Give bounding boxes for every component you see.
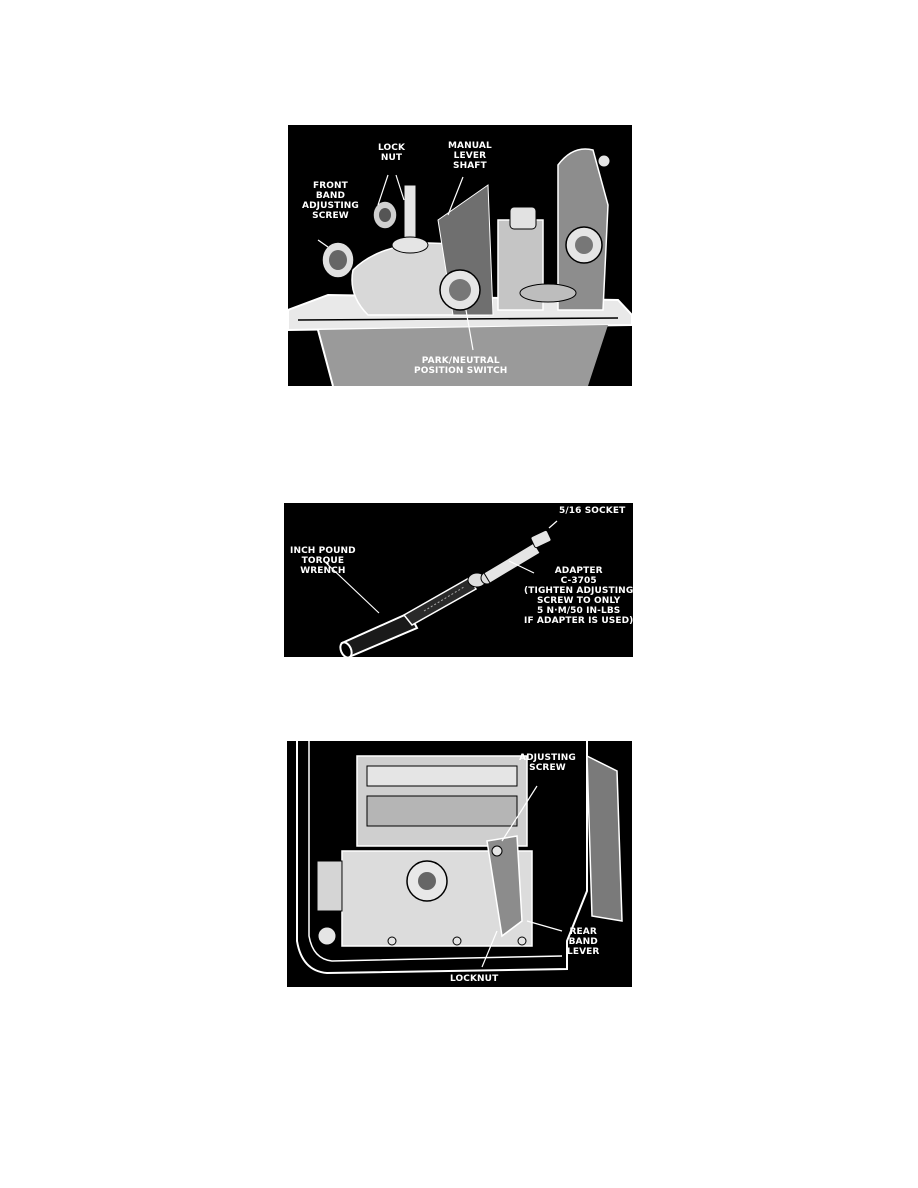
torque-wrench-label: INCH POUND TORQUE WRENCH xyxy=(290,546,356,576)
lock-nut-label: LOCK NUT xyxy=(378,143,406,163)
torque-wrench-figure: 5/16 SOCKET INCH POUND TORQUE WRENCH ADA… xyxy=(284,503,633,657)
rear-band-adjustment-figure: ADJUSTING SCREW REAR BAND LEVER LOCKNUT xyxy=(287,741,632,987)
locknut-label: LOCKNUT xyxy=(450,974,499,984)
torque-wrench-illustration xyxy=(323,520,558,657)
adapter-label: ADAPTER C-3705 (TIGHTEN ADJUSTING SCREW … xyxy=(524,566,633,626)
transmission-case-illustration xyxy=(288,148,632,386)
socket-label: 5/16 SOCKET xyxy=(559,506,626,516)
park-neutral-position-switch-label: PARK/NEUTRAL POSITION SWITCH xyxy=(414,356,508,376)
valve-body-illustration xyxy=(296,741,623,975)
manual-lever-shaft-label: MANUAL LEVER SHAFT xyxy=(448,141,492,171)
rear-band-lever-label: REAR BAND LEVER xyxy=(567,927,600,957)
front-band-adjusting-screw-label: FRONT BAND ADJUSTING SCREW xyxy=(302,181,359,221)
adjusting-screw-label: ADJUSTING SCREW xyxy=(519,753,576,773)
front-band-adjustment-figure: LOCK NUT MANUAL LEVER SHAFT FRONT BAND A… xyxy=(288,125,632,386)
